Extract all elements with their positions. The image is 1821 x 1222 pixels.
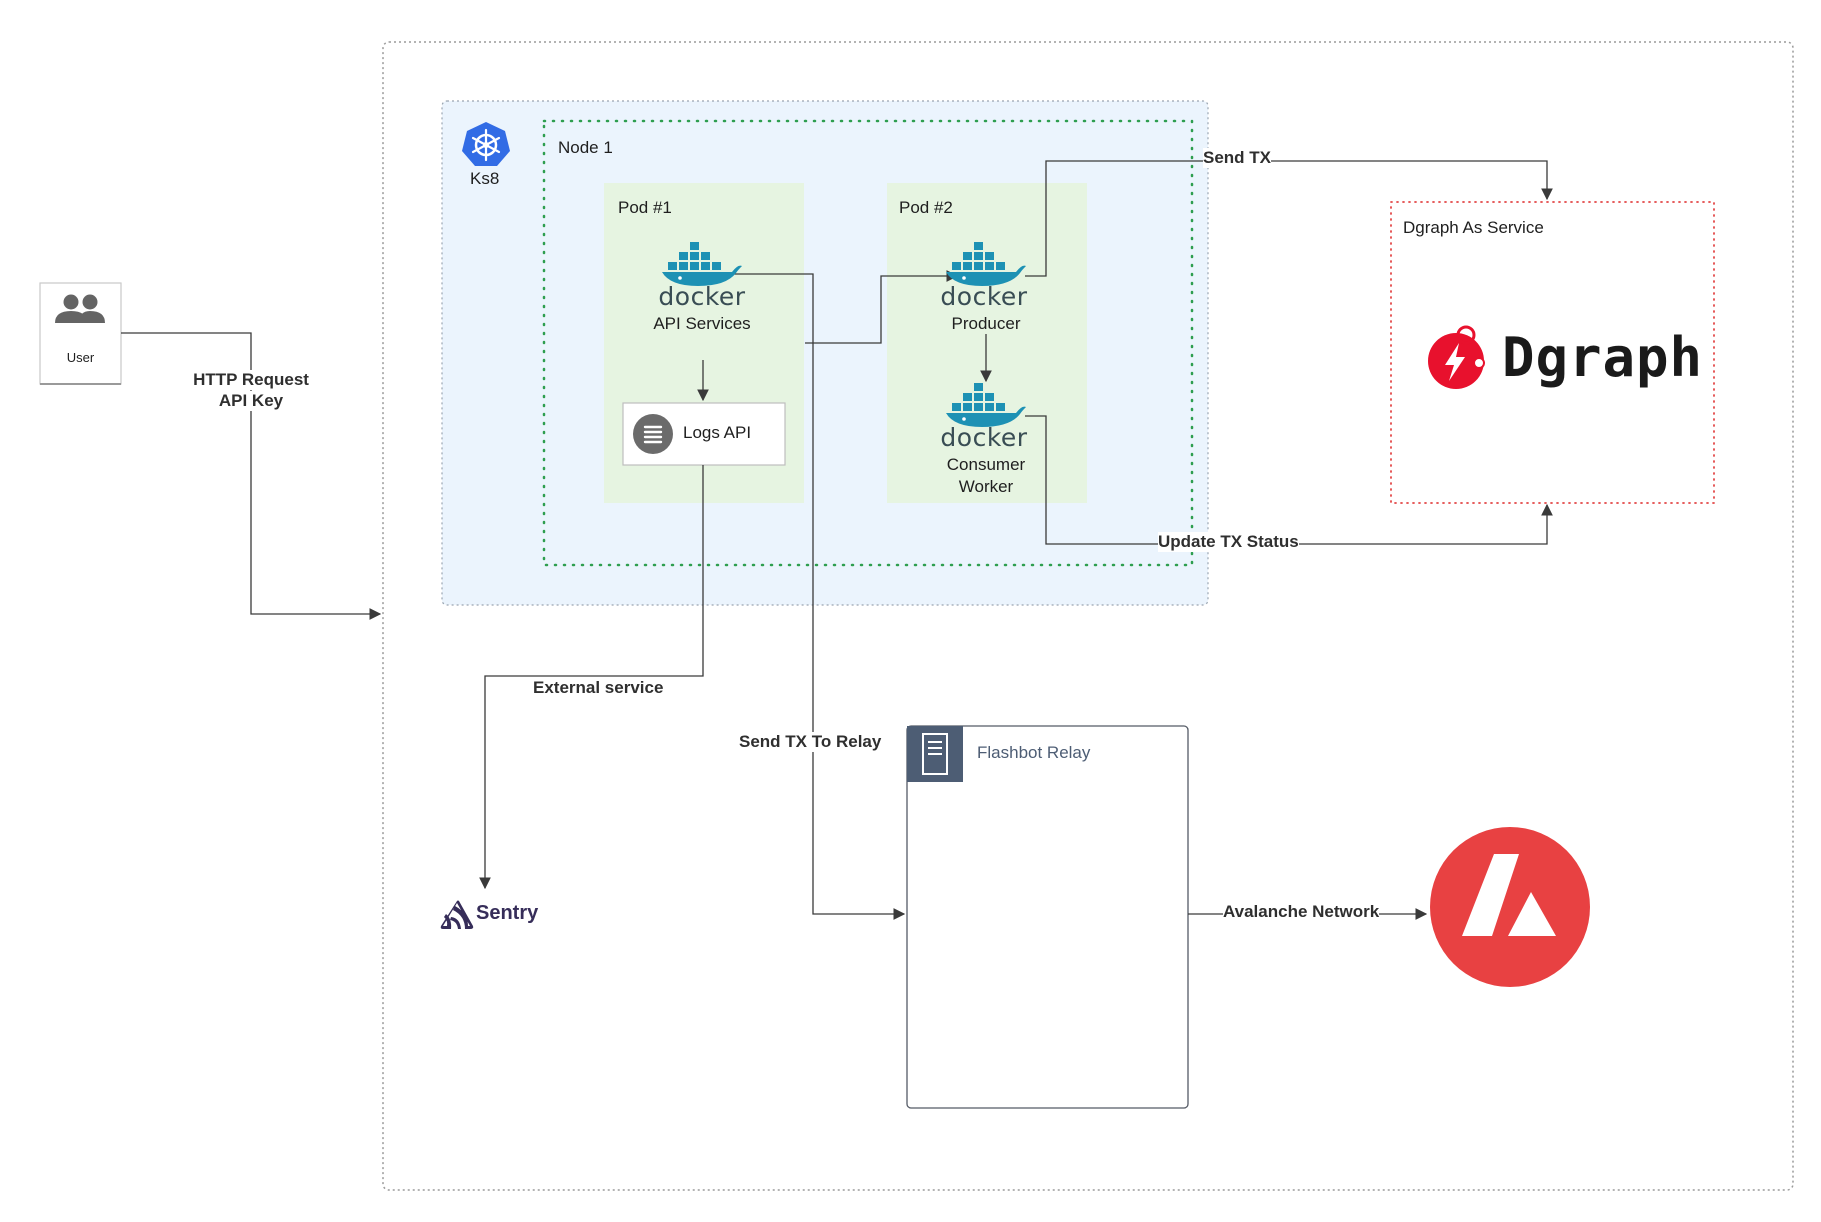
user-card[interactable] — [39, 282, 122, 385]
dgraph-box — [1390, 201, 1715, 504]
api-services-label: API Services — [653, 314, 751, 333]
node-label: Node 1 — [558, 138, 613, 157]
cluster-area — [441, 100, 1209, 606]
dgraph-wordmark: Dgraph — [1502, 326, 1704, 389]
edge-label-avalanche: Avalanche Network — [1223, 902, 1380, 922]
producer-label: Producer — [951, 314, 1021, 333]
dgraph-title: Dgraph As Service — [1403, 218, 1544, 237]
edge-update-tx — [1025, 415, 1553, 545]
docker-wordmark: docker — [940, 282, 1028, 311]
avalanche-triangle — [1462, 854, 1556, 936]
edge-api-to-producer — [805, 270, 959, 344]
pod2-area — [887, 183, 1087, 503]
sentry-wordmark: Sentry — [476, 902, 539, 924]
flashbot-title: Flashbot Relay — [977, 743, 1091, 762]
sentry-icon — [439, 898, 475, 932]
users-icon — [49, 293, 111, 329]
edge-external-service — [479, 465, 704, 890]
pod1-label: Pod #1 — [618, 198, 672, 217]
dgraph-icon — [1423, 325, 1489, 391]
docker-wordmark: docker — [658, 282, 746, 311]
logs-icon — [632, 413, 674, 455]
node-boundary — [542, 119, 1194, 567]
docker-whale-icon — [944, 240, 1028, 286]
edge-label-api-key: API Key — [185, 391, 317, 411]
edge-label-http-request: HTTP Request — [185, 370, 317, 390]
docker-whale-icon — [660, 240, 744, 286]
docker-whale-icon — [944, 381, 1028, 427]
edge-label-send-to-relay: Send TX To Relay — [739, 732, 882, 752]
cluster-label: Ks8 — [470, 169, 500, 188]
avalanche-logo — [1430, 827, 1590, 987]
pod2-label: Pod #2 — [899, 198, 953, 217]
outer-boundary — [382, 41, 1794, 1191]
user-label: User — [66, 350, 95, 365]
edge-label-send-tx: Send TX — [1203, 148, 1272, 168]
edge-user-to-cluster — [121, 332, 382, 620]
edge-send-tx — [1025, 160, 1553, 277]
edge-label-external-service: External service — [533, 678, 664, 698]
kubernetes-icon — [462, 121, 510, 167]
logs-label: Logs API — [683, 423, 752, 442]
consumer-label-line1: Consumer — [946, 455, 1026, 474]
consumer-label-line2: Worker — [958, 477, 1014, 496]
server-icon — [920, 732, 950, 776]
docker-wordmark: docker — [940, 423, 1028, 452]
edge-send-to-relay — [728, 273, 906, 920]
flashbot-box[interactable] — [906, 725, 1189, 1109]
edge-label-update-tx: Update TX Status — [1158, 532, 1299, 552]
